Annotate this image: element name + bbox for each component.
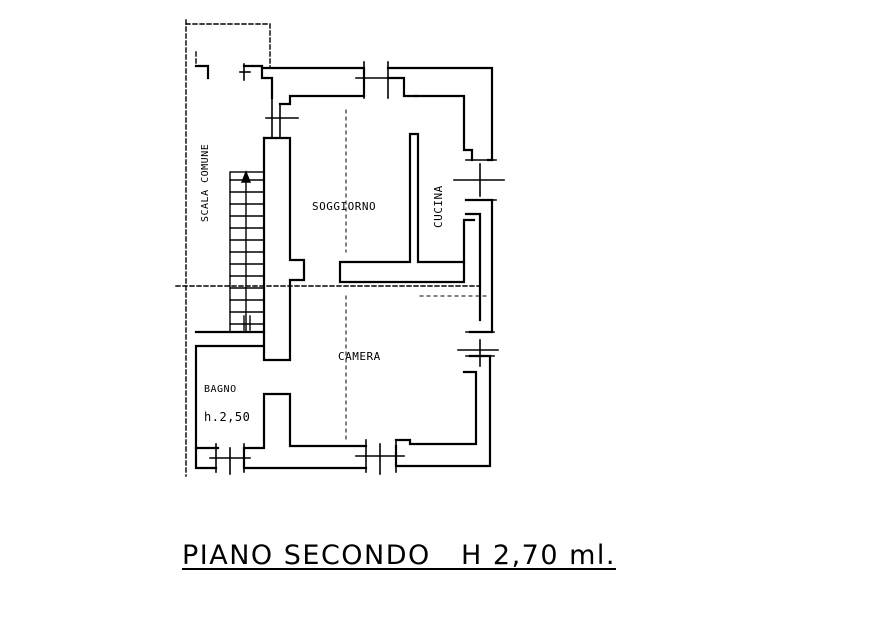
interior-walls bbox=[194, 132, 466, 362]
door-openings bbox=[209, 61, 505, 475]
floor-plan-caption: PIANO SECONDO H 2,70 ml. bbox=[182, 540, 617, 571]
staircase bbox=[229, 170, 265, 333]
room-label-soggiorno: SOGGIORNO bbox=[312, 200, 377, 213]
exterior-walls bbox=[194, 64, 494, 470]
room-label-cucina: CUCINA bbox=[432, 185, 445, 228]
common-stair-boundary bbox=[175, 19, 481, 477]
room-label-scala-comune: SCALA COMUNE bbox=[200, 143, 211, 222]
room-label-bagno-height: h.2,50 bbox=[204, 410, 251, 424]
room-label-camera: CAMERA bbox=[338, 350, 381, 363]
axis-lines bbox=[345, 109, 491, 441]
room-label-bagno: BAGNO bbox=[204, 384, 237, 395]
